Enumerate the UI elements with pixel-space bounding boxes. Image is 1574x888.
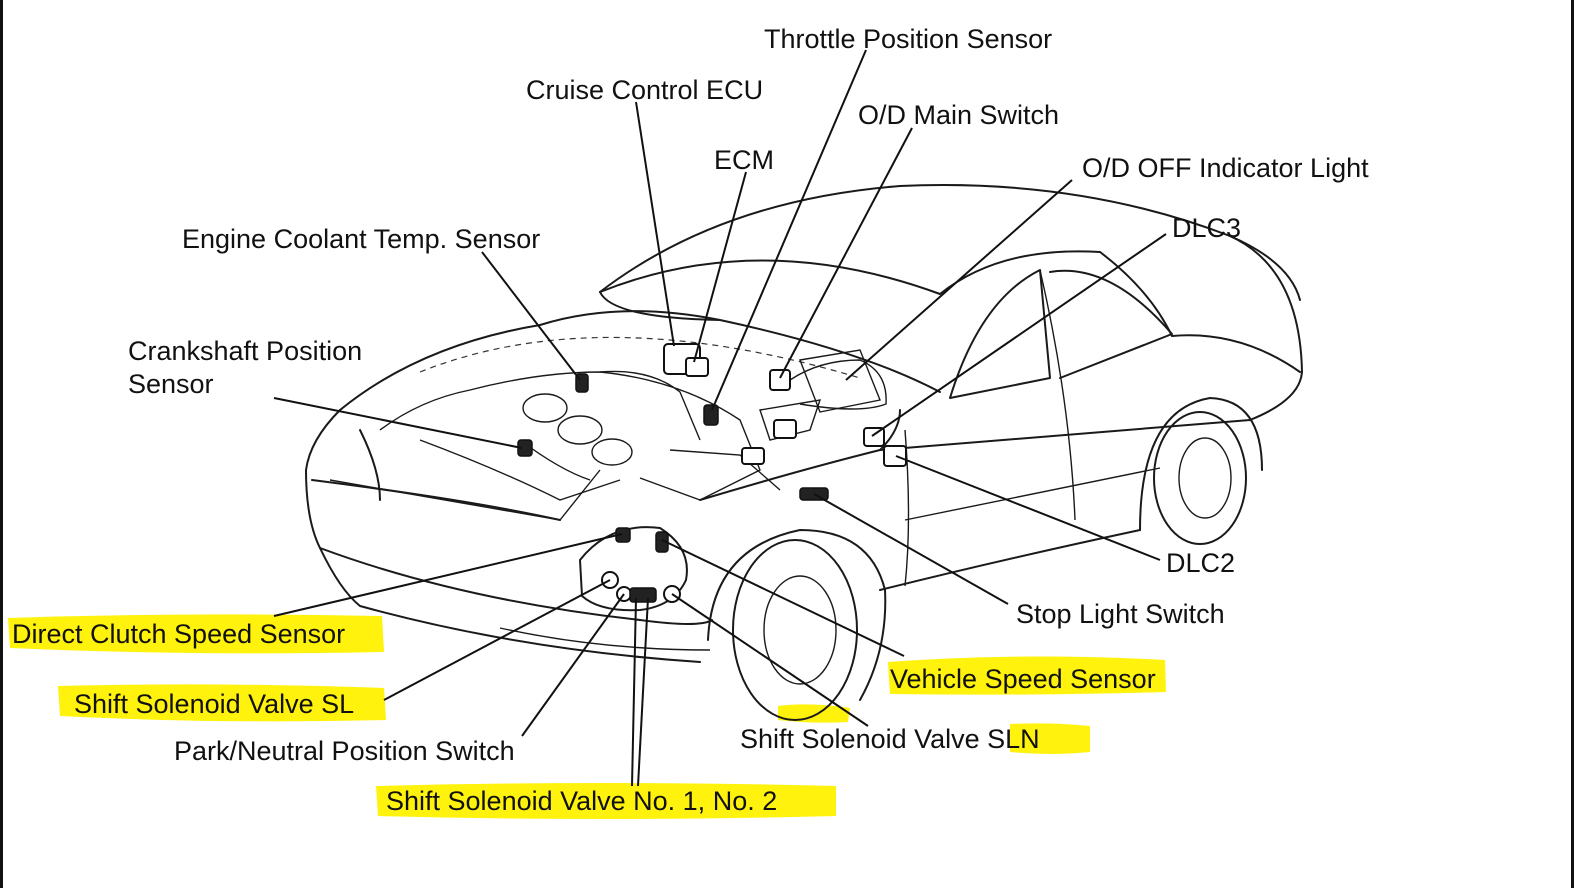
highlight-vehicle-speed-sensor: [888, 656, 1166, 695]
label-shift-solenoid-valve-sln: Shift Solenoid Valve SLN: [740, 724, 1040, 754]
highlight-shift-solenoid-valve-sln-left: [778, 704, 850, 723]
cruise-actuator-marker: [741, 447, 765, 465]
leader-od-off-indicator-light: [845, 179, 1073, 381]
highlight-marks: [8, 614, 1166, 819]
leader-od-main-switch: [779, 127, 913, 379]
dlc2-marker: [883, 445, 907, 467]
leader-ecm: [693, 171, 747, 363]
leader-shift-solenoid-valve-sln: [671, 593, 869, 727]
dashboard-marker: [773, 419, 797, 439]
highlight-shift-solenoid-valve-no1-no2: [376, 783, 836, 819]
leader-dlc3: [871, 233, 1167, 437]
label-throttle-position-sensor: Throttle Position Sensor: [764, 24, 1052, 54]
label-dlc2: DLC2: [1166, 548, 1235, 578]
label-od-main-switch: O/D Main Switch: [858, 100, 1059, 130]
leader-vehicle-speed-sensor: [661, 539, 905, 657]
label-shift-solenoid-valve-sl: Shift Solenoid Valve SL: [74, 689, 354, 719]
label-engine-coolant-temp-sensor: Engine Coolant Temp. Sensor: [182, 224, 540, 254]
label-direct-clutch-speed-sensor: Direct Clutch Speed Sensor: [12, 619, 345, 649]
highlight-shift-solenoid-valve-sl: [58, 684, 386, 722]
label-ecm: ECM: [714, 145, 774, 175]
leader-shift-solenoid-valve-no2: [637, 597, 649, 787]
highlight-direct-clutch-speed-sensor: [8, 614, 384, 654]
highlight-shift-solenoid-valve-sln-right: [1010, 723, 1090, 754]
label-crankshaft-position-sensor-line1: Crankshaft Position: [128, 336, 362, 366]
leader-park-neutral-position-switch: [521, 593, 625, 737]
leader-shift-solenoid-valve-no1: [631, 597, 637, 787]
leader-engine-coolant-temp-sensor: [481, 251, 581, 381]
leader-stop-light-switch: [813, 493, 1009, 605]
label-crankshaft-position-sensor-line2: Sensor: [128, 369, 214, 399]
label-park-neutral-position-switch: Park/Neutral Position Switch: [174, 736, 515, 766]
leader-dlc2: [895, 455, 1161, 561]
shift-solenoid-valve-no1-no2-marker: [629, 587, 657, 603]
label-od-off-indicator-light: O/D OFF Indicator Light: [1082, 153, 1369, 183]
component-labels: Throttle Position Sensor Cruise Control …: [12, 24, 1369, 816]
label-stop-light-switch: Stop Light Switch: [1016, 599, 1225, 629]
leader-shift-solenoid-valve-sl: [383, 579, 611, 701]
ecm-marker: [685, 357, 709, 377]
leader-direct-clutch-speed-sensor: [273, 533, 623, 617]
car-outline: [305, 184, 1303, 721]
label-vehicle-speed-sensor: Vehicle Speed Sensor: [890, 664, 1156, 694]
leader-cruise-control-ecu: [635, 101, 675, 347]
leader-lines: [273, 49, 1167, 787]
dlc3-marker: [863, 427, 885, 447]
leader-throttle-position-sensor: [711, 49, 867, 411]
od-main-switch-marker: [769, 369, 791, 391]
label-dlc3: DLC3: [1172, 213, 1241, 243]
throttle-position-sensor-marker: [703, 404, 719, 426]
label-shift-solenoid-valve-no1-no2: Shift Solenoid Valve No. 1, No. 2: [386, 786, 777, 816]
label-cruise-control-ecu: Cruise Control ECU: [526, 75, 763, 105]
leader-crankshaft-position-sensor: [273, 397, 523, 449]
